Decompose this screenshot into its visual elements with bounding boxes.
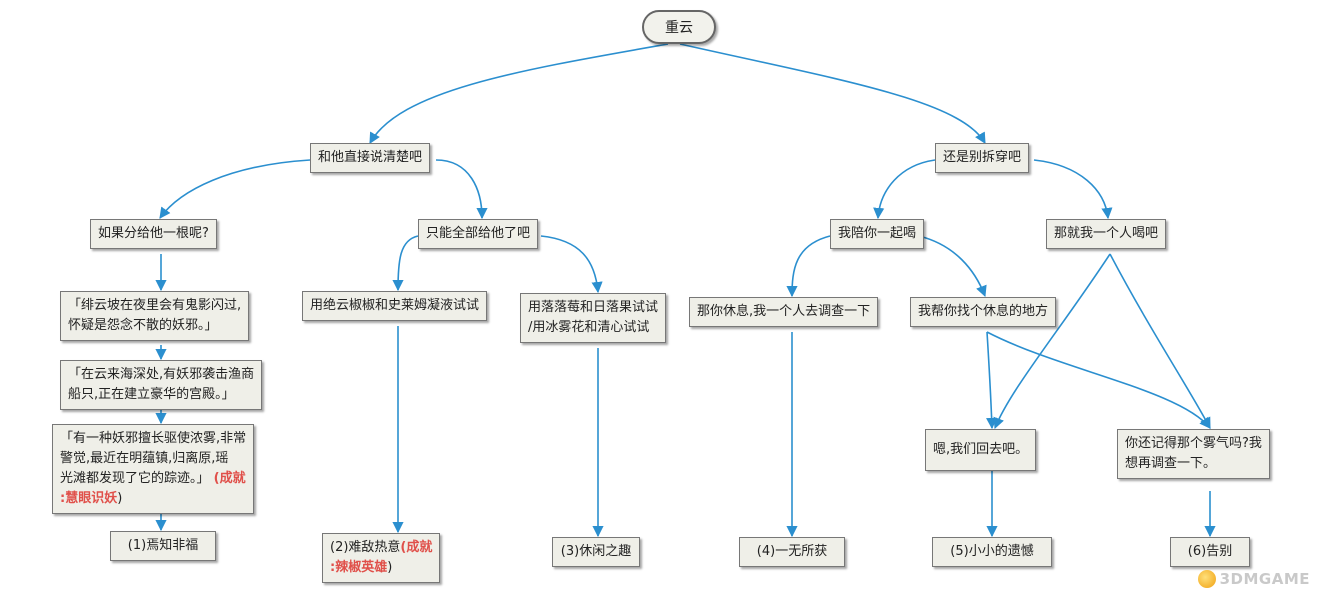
ending-2-ach-name: :辣椒英雄	[330, 560, 388, 575]
ending-3: (3)休闲之趣	[552, 537, 640, 567]
ending-2-text: (2)难敌热意	[330, 540, 401, 555]
choice-b1a: 如果分给他一根呢?	[90, 219, 217, 249]
edge-b2a-goalone	[786, 235, 831, 298]
edge-b1b-try2	[540, 235, 603, 294]
watermark-logo-icon	[1197, 570, 1216, 588]
rumor-3-line3: 光滩都发现了它的踪迹。」 (成就	[60, 469, 246, 489]
rumor-2: 「在云来海深处,有妖邪袭击渔商 船只,正在建立豪华的宫殿。」	[60, 360, 263, 410]
rumor-3-line4: :慧眼识妖)	[60, 489, 246, 509]
ending-2-line1: (2)难敌热意(成就	[330, 538, 432, 558]
rumor-3: 「有一种妖邪擅长驱使浓雾,非常 警觉,最近在明蕴镇,归离原,瑶 光滩都发现了它的…	[52, 424, 255, 514]
edge-findrest-goback	[986, 331, 998, 430]
ending-1: (1)焉知非福	[110, 531, 216, 561]
remember-line2: 想再调查一下。	[1125, 456, 1217, 471]
achievement-paren: (成就	[213, 471, 246, 486]
ending-2-line2: :辣椒英雄)	[330, 558, 432, 578]
choice-b2b: 那就我一个人喝吧	[1046, 219, 1167, 249]
ending-2-ach-paren: (成就	[400, 540, 433, 555]
choice-b1b: 只能全部给他了吧	[418, 219, 539, 249]
watermark: 3DMGAME	[1197, 569, 1310, 588]
edge-b1-b1a	[159, 159, 311, 219]
edge-b1-b1b	[435, 159, 488, 220]
choice-b2a: 我陪你一起喝	[830, 219, 925, 249]
edge-b2b-remember	[1109, 253, 1211, 429]
ending-5: (5)小小的遗憾	[932, 537, 1052, 567]
choice-b1: 和他直接说清楚吧	[310, 143, 431, 173]
rumor-1-line2: 怀疑是怨念不散的妖邪。」	[68, 318, 218, 333]
choice-b2: 还是别拆穿吧	[935, 143, 1030, 173]
choice-try1: 用绝云椒椒和史莱姆凝液试试	[302, 291, 488, 321]
choice-find-rest: 我帮你找个休息的地方	[910, 297, 1057, 327]
rumor-1-line1: 「绯云坡在夜里会有鬼影闪过,	[68, 298, 242, 313]
achievement-name: :慧眼识妖	[60, 491, 118, 506]
edge-b1b-try1	[392, 235, 419, 292]
edge-findrest-remember	[986, 331, 1211, 429]
rumor-1: 「绯云坡在夜里会有鬼影闪过, 怀疑是怨念不散的妖邪。」	[60, 291, 250, 341]
try2-line2: /用冰雾花和清心试试	[528, 320, 650, 335]
choice-go-back: 嗯,我们回去吧。	[925, 429, 1037, 471]
edge-b2-b2b	[1033, 159, 1113, 220]
choice-go-alone: 那你休息,我一个人去调查一下	[689, 297, 879, 327]
edge-root-b1	[369, 43, 669, 144]
ending-4: (4)一无所获	[739, 537, 845, 567]
rumor-3-line2: 警觉,最近在明蕴镇,归离原,瑶	[60, 451, 229, 466]
rumor-3-line1: 「有一种妖邪擅长驱使浓雾,非常	[60, 431, 247, 446]
watermark-text: 3DMGAME	[1219, 569, 1310, 588]
remember-line1: 你还记得那个雾气吗?我	[1125, 436, 1262, 451]
edge-root-b2	[679, 43, 986, 144]
achievement-close: )	[117, 491, 123, 506]
choice-remember: 你还记得那个雾气吗?我 想再调查一下。	[1117, 429, 1270, 479]
ending-6: (6)告别	[1170, 537, 1250, 567]
choice-try2: 用落落莓和日落果试试 /用冰雾花和清心试试	[520, 293, 667, 343]
ending-2-ach-close: )	[387, 560, 393, 575]
rumor-2-line2: 船只,正在建立豪华的宫殿。」	[68, 387, 235, 402]
ending-2: (2)难敌热意(成就 :辣椒英雄)	[322, 533, 441, 583]
rumor-3-line3-text: 光滩都发现了它的踪迹。」	[60, 471, 210, 486]
root-node: 重云	[642, 10, 716, 44]
edge-b2a-findrest	[918, 235, 987, 298]
edge-b2-b2a	[873, 159, 936, 220]
rumor-2-line1: 「在云来海深处,有妖邪袭击渔商	[68, 367, 255, 382]
try2-line1: 用落落莓和日落果试试	[528, 300, 659, 315]
edge-b2b-goback	[993, 253, 1111, 430]
